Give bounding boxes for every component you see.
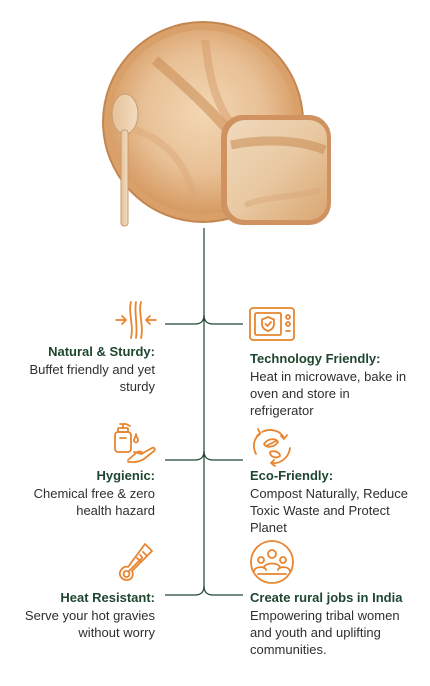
feature-desc: Serve your hot gravies without worry [24, 608, 155, 640]
community-icon [248, 538, 296, 586]
hand-wash-icon [110, 420, 158, 468]
feature-desc: Chemical free & zero health hazard [33, 486, 155, 518]
microwave-icon [248, 300, 296, 348]
feature-hygienic: Hygienic: Chemical free & zero health ha… [8, 467, 155, 519]
recycle-leaves-icon [248, 422, 296, 470]
feature-technology-friendly: Technology Friendly: Heat in microwave, … [250, 350, 410, 419]
feature-natural-sturdy: Natural & Sturdy: Buffet friendly and ye… [8, 343, 155, 395]
compress-arrows-icon [112, 296, 160, 344]
feature-desc: Empowering tribal women and youth and up… [250, 608, 400, 657]
feature-desc: Compost Naturally, Reduce Toxic Waste an… [250, 486, 408, 535]
feature-title: Technology Friendly: [250, 351, 381, 366]
feature-title: Eco-Friendly: [250, 468, 334, 483]
feature-title: Hygienic: [96, 468, 155, 483]
feature-title: Create rural jobs in India [250, 590, 403, 605]
feature-title: Natural & Sturdy: [48, 344, 155, 359]
feature-desc: Heat in microwave, bake in oven and stor… [250, 369, 407, 418]
feature-rural-jobs: Create rural jobs in India Empowering tr… [250, 589, 410, 658]
feature-eco-friendly: Eco-Friendly: Compost Naturally, Reduce … [250, 467, 428, 536]
feature-desc: Buffet friendly and yet sturdy [29, 362, 155, 394]
feature-title: Heat Resistant: [60, 590, 155, 605]
feature-heat-resistant: Heat Resistant: Serve your hot gravies w… [8, 589, 155, 641]
leaf-plates-image [102, 21, 331, 227]
thermometer-icon [112, 538, 160, 586]
